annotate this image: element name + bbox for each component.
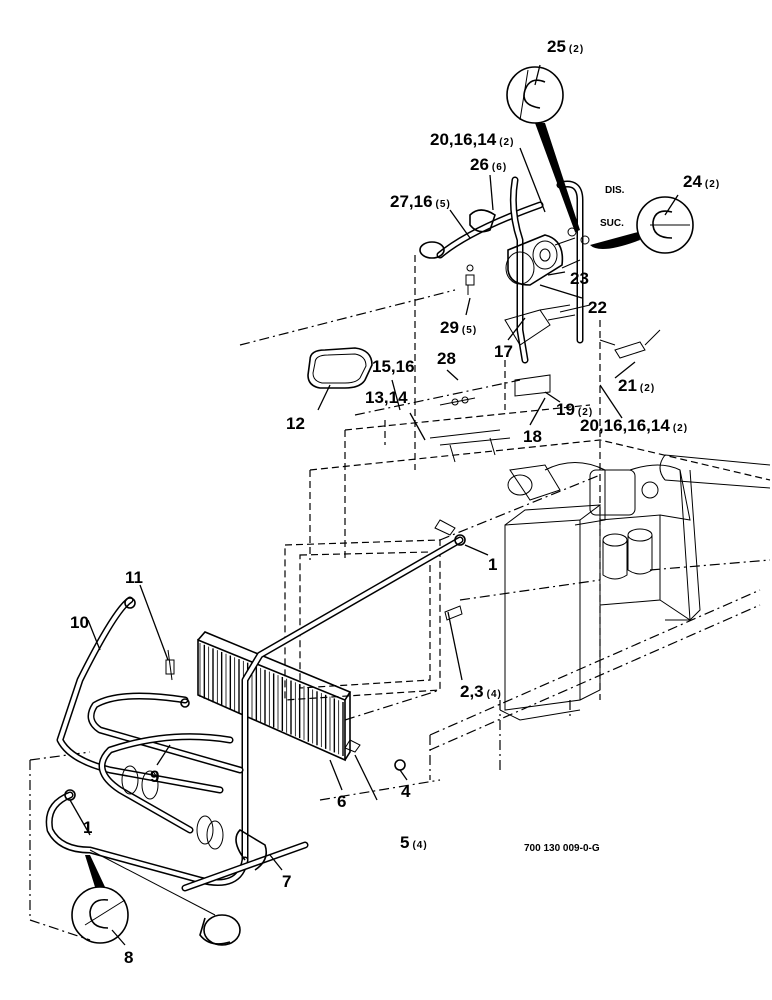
callout-24: 24(2): [683, 172, 720, 191]
callout-2-3: 2,3(4): [460, 682, 502, 701]
callout-18: 18: [523, 427, 542, 446]
callout-25: 25(2): [547, 37, 584, 56]
callout-28: 28: [437, 349, 456, 368]
refrigerant-lines: [45, 519, 466, 892]
callout-1-upper: 1: [488, 555, 497, 574]
callout-5: 5(4): [400, 833, 428, 852]
callout-22: 22: [588, 298, 607, 317]
callout-15-16: 15,16: [372, 357, 415, 376]
condenser: [197, 631, 352, 762]
callout-26: 26(6): [470, 155, 507, 174]
receiver-drier: [89, 849, 241, 946]
hose-clamp-25: [506, 66, 580, 232]
callout-12: 12: [286, 414, 305, 433]
callout-21: 21(2): [618, 376, 655, 395]
callout-8: 8: [124, 948, 133, 967]
port-label-discharge: DIS.: [605, 185, 625, 196]
callout-labels: 25(2) 20,16,14(2) 26(6) 24(2) DIS. SUC. …: [70, 37, 720, 967]
callout-9: 9: [150, 767, 159, 786]
callout-1-lower: 1: [83, 818, 92, 837]
callout-6: 6: [337, 792, 346, 811]
callout-11: 11: [125, 568, 143, 587]
callout-29: 29(5): [440, 318, 477, 337]
callout-7: 7: [282, 872, 291, 891]
callout-27-16: 27,16(5): [390, 192, 451, 211]
hose-clamp-8: [71, 855, 129, 944]
engine-block: [499, 454, 771, 721]
callout-4: 4: [401, 782, 411, 801]
leader-lines: [69, 64, 679, 946]
port-label-suction: SUC.: [600, 218, 624, 229]
callout-13-14: 13,14: [365, 388, 408, 407]
callout-10: 10: [70, 613, 89, 632]
callout-20-16-16-14: 20,16,16,14(2): [580, 416, 688, 435]
hose-clamp-24: [590, 196, 694, 254]
callout-19: 19(2): [556, 400, 593, 419]
drawing-number: 700 130 009-0-G: [524, 843, 600, 854]
callout-17: 17: [494, 342, 513, 361]
callout-23: 23: [570, 269, 589, 288]
alignment-lines: [239, 289, 601, 801]
belt: [307, 347, 373, 389]
callout-20-16-14-top: 20,16,14(2): [430, 130, 514, 149]
